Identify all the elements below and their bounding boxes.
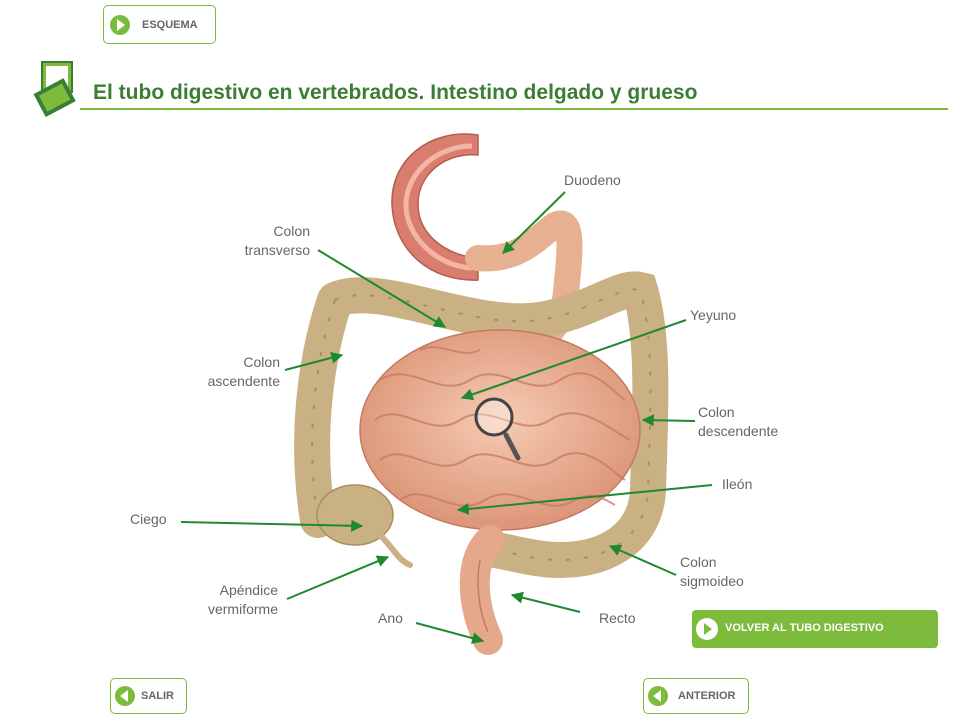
arrow-apendice: [286, 555, 390, 600]
arrow-colon-sigmoideo: [608, 544, 677, 576]
salir-label: SALIR: [141, 690, 174, 702]
label-colon-descendente: Colon descendente: [698, 404, 779, 439]
anterior-button[interactable]: ANTERIOR: [643, 678, 749, 714]
esquema-label: ESQUEMA: [142, 19, 198, 31]
page-title: El tubo digestivo en vertebrados. Intest…: [93, 81, 698, 104]
label-recto: Recto: [599, 610, 636, 626]
play-arrow-icon: [110, 15, 130, 35]
arrow-ciego: [180, 519, 364, 532]
label-yeyuno: Yeyuno: [690, 307, 737, 323]
arrow-ano: [415, 622, 485, 644]
arrow-yeyuno: [460, 319, 687, 401]
label-colon-sigmoideo: Colon sigmoideo: [680, 554, 744, 589]
arrow-ileon: [456, 484, 713, 515]
title-divider: [80, 108, 948, 110]
label-ano: Ano: [378, 610, 403, 626]
esquema-button[interactable]: ESQUEMA: [103, 5, 216, 44]
arrow-recto: [510, 591, 581, 613]
volver-label: VOLVER AL TUBO DIGESTIVO: [725, 622, 884, 634]
anterior-label: ANTERIOR: [678, 690, 736, 702]
arrow-duodeno: [502, 191, 566, 254]
arrow-colon-ascendente: [284, 351, 344, 371]
arrow-colon-descendente: [641, 414, 696, 427]
label-ciego: Ciego: [130, 511, 167, 527]
arrow-colon-transverso: [317, 249, 447, 328]
intestine-illustration: [294, 133, 669, 655]
back-arrow-icon: [115, 686, 135, 706]
stacked-squares-icon: [33, 61, 76, 118]
back-arrow-icon: [648, 686, 668, 706]
play-arrow-icon: [696, 618, 718, 640]
magnifier-icon: [474, 397, 521, 461]
label-ileon: Ileón: [722, 476, 753, 492]
salir-button[interactable]: SALIR: [110, 678, 187, 714]
label-colon-ascendente: Colon ascendente: [207, 354, 280, 389]
volver-tubo-digestivo-button[interactable]: VOLVER AL TUBO DIGESTIVO: [692, 610, 938, 648]
label-duodeno: Duodeno: [564, 172, 621, 188]
label-colon-transverso: Colon transverso: [244, 223, 310, 258]
label-apendice-vermiforme: Apéndice vermiforme: [207, 582, 278, 617]
